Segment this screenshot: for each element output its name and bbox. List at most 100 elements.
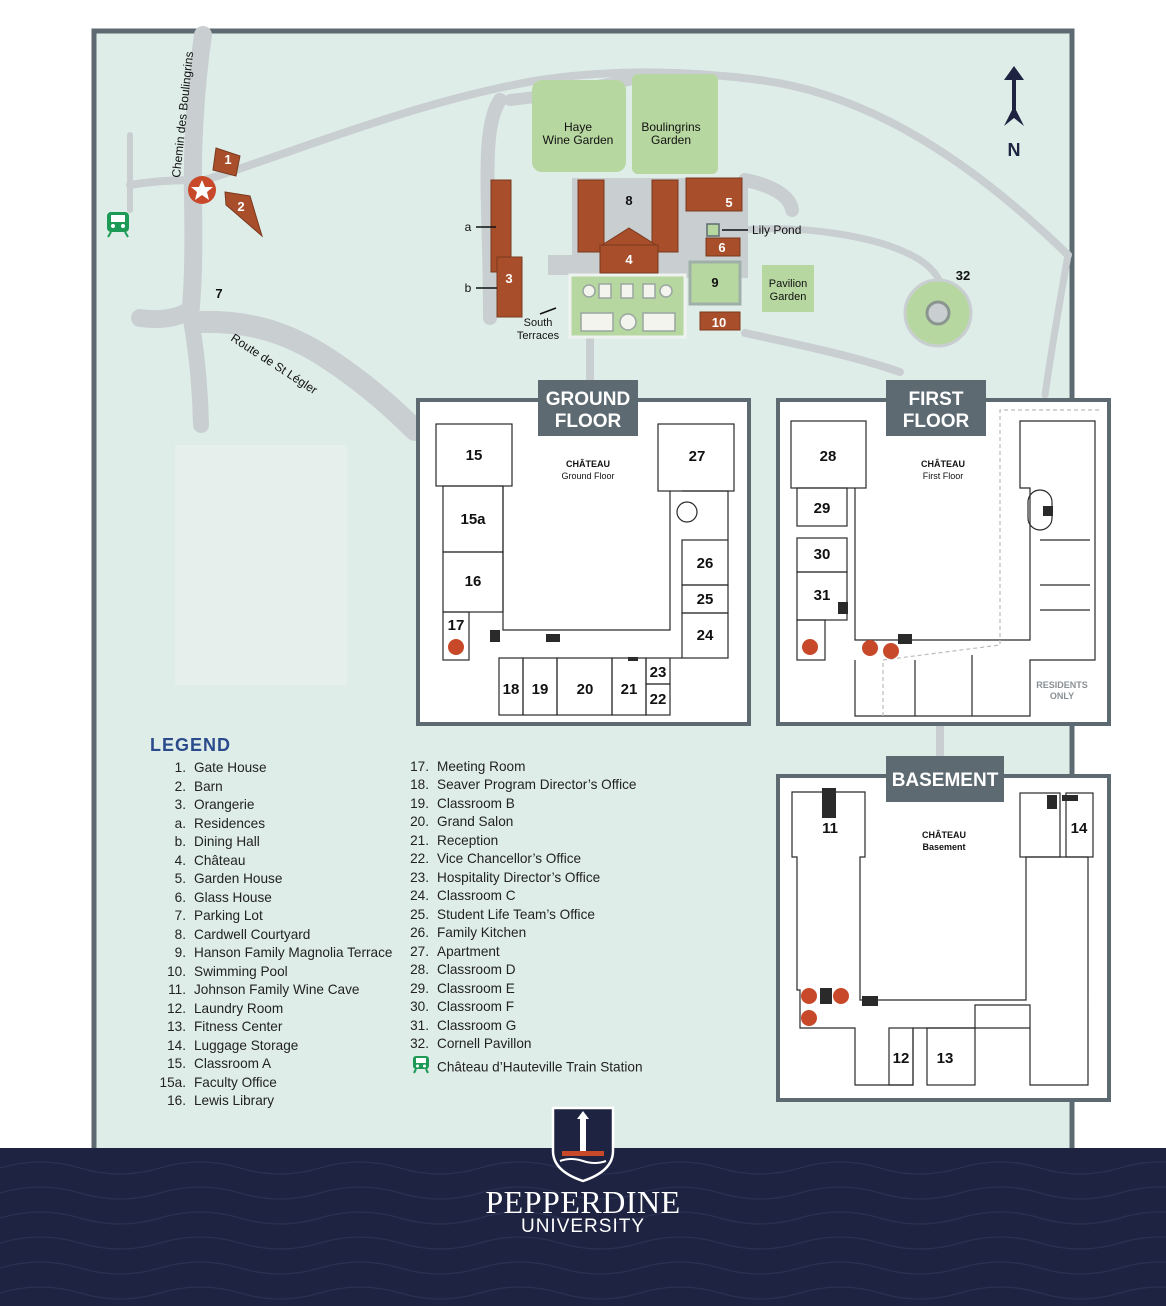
legend-item: 5.Garden House [150,870,392,889]
room-19-label: 19 [532,681,549,698]
legend-item-label: Dining Hall [194,834,260,849]
legend-item: 9. Hanson Family Magnolia Terrace [150,944,393,963]
restroom-icon-basement-3 [801,1010,817,1026]
building-10-label: 10 [712,315,726,330]
legend-item-number: b. [174,834,186,849]
legend-item: 28.Classroom D [393,961,643,980]
room-25-label: 25 [697,591,714,608]
legend-item-label: Classroom A [194,1056,272,1071]
dining-letter: b [465,281,472,295]
building-5-label: 5 [725,195,732,210]
building-9-label: 9 [711,275,718,290]
pavillon-ring [925,300,951,326]
room-28-label: 28 [820,448,837,465]
boulingrins-garden-label-1: Boulingrins [641,120,700,134]
legend-item-number: 20. [410,814,429,829]
room-20-label: 20 [577,681,594,698]
legend-item-number: 19. [410,795,429,811]
chateau-roof [600,227,658,246]
residents-only-line1: RESIDENTS [1036,680,1088,690]
south-terraces-label-1: South [524,317,553,329]
room-14-label: 14 [1071,820,1088,837]
legend-item-number: 24. [410,888,429,903]
legend-item-number: 22. [410,851,429,866]
legend-item-number: 23. [410,869,429,885]
first-floor-tab-line2: FLOOR [903,411,970,432]
building-7-label: 7 [215,286,222,301]
legend-item-label: Family Kitchen [437,925,527,940]
legend-item: 23.Hospitality Director’s Office [393,869,643,888]
legend-item-number: 9. [174,945,186,960]
legend-item: 31. Classroom G [393,1017,643,1036]
legend-item: 11.Johnson Family Wine Cave [150,981,392,1000]
legend-item-number: 2. [174,778,186,794]
barn [224,191,263,238]
legend-item: 2. Barn [150,778,392,797]
room-16-label: 16 [465,573,482,590]
restroom-icon-first-3 [883,643,899,659]
legend-item-label: Classroom G [437,1017,517,1033]
legend-item-number: 3. [174,797,186,812]
legend-item: 6.Glass House [150,889,392,908]
legend-item: 32.Cornell Pavillon [393,1035,643,1054]
basement-caption-2: Basement [922,842,965,852]
legend-item: 7.Parking Lot [150,907,392,926]
ground-floor-tab [538,380,638,436]
legend-item-label: Classroom C [437,888,516,903]
legend-item-number: 31. [410,1017,429,1033]
room-15a-label: 15a [460,511,486,528]
legend-item-number: 5. [174,871,186,886]
legend-item-number: 12. [167,1000,186,1016]
residents-only-line2: ONLY [1050,691,1074,701]
legend-item: 26.Family Kitchen [393,924,643,943]
brand-subtitle: UNIVERSITY [520,1216,646,1237]
train-station-icon [107,212,129,238]
room-13-label: 13 [937,1050,954,1067]
legend-item-label: Johnson Family Wine Cave [194,982,360,997]
legend-item-label: Château d’Hauteville Train Station [437,1058,643,1074]
legend-item-label: Château [194,852,246,868]
legend-item-label: Orangerie [194,797,255,812]
legend-item-number: 30. [410,999,429,1014]
watermark-area [175,445,347,685]
legend-item-label: Fitness Center [194,1019,283,1034]
legend-item-label: Hanson Family Magnolia Terrace [194,945,393,960]
room-24-label: 24 [697,627,714,644]
ground-floor-caption-2: Ground Floor [561,471,614,481]
basement-caption-1: CHÂTEAU [922,829,966,840]
legend-item-label: Cornell Pavillon [437,1036,532,1051]
legend-item: 20.Grand Salon [393,813,643,832]
chateau-east-wing [651,179,679,253]
legend-item: 25.Student Life Team’s Office [393,906,643,925]
first-floor-panel [776,380,1111,726]
legend-item-label: Student Life Team’s Office [437,906,595,922]
legend-item-label: Apartment [437,943,500,959]
chateau-center [599,244,659,274]
legend-item: b. Dining Hall [150,833,392,852]
legend-item-label: Barn [194,778,223,794]
pavilion-garden-label-1: Pavilion [769,278,808,290]
haye-garden-label-1: Haye [564,120,592,134]
pavilion-garden-label-2: Garden [770,291,807,303]
ground-floor-tab-line2: FLOOR [555,411,622,432]
legend-item-number: 10. [167,963,186,979]
legend-item-label: Classroom D [437,962,516,977]
legend-item-label: Residences [194,815,266,831]
room-18-label: 18 [503,681,520,698]
legend-item-label: Parking Lot [194,908,263,923]
restroom-icon-basement-1 [801,988,817,1004]
restroom-icon-first-1 [802,639,818,655]
building-3-label: 3 [505,271,512,286]
legend-item-label: Lewis Library [194,1093,275,1108]
legend-item: 22.Vice Chancellor’s Office [393,850,643,869]
boulingrins-garden [632,74,718,174]
restroom-icon-basement-2 [833,988,849,1004]
room-27-label: 27 [689,448,706,465]
magnolia-terrace [688,260,742,306]
legend-item: 21.Reception [393,832,643,851]
legend-item-number: 4. [174,852,186,868]
basement-tab-label: BASEMENT [892,770,999,791]
legend-item-number: 14. [167,1037,186,1053]
pepperdine-shield-logo [551,1106,615,1183]
